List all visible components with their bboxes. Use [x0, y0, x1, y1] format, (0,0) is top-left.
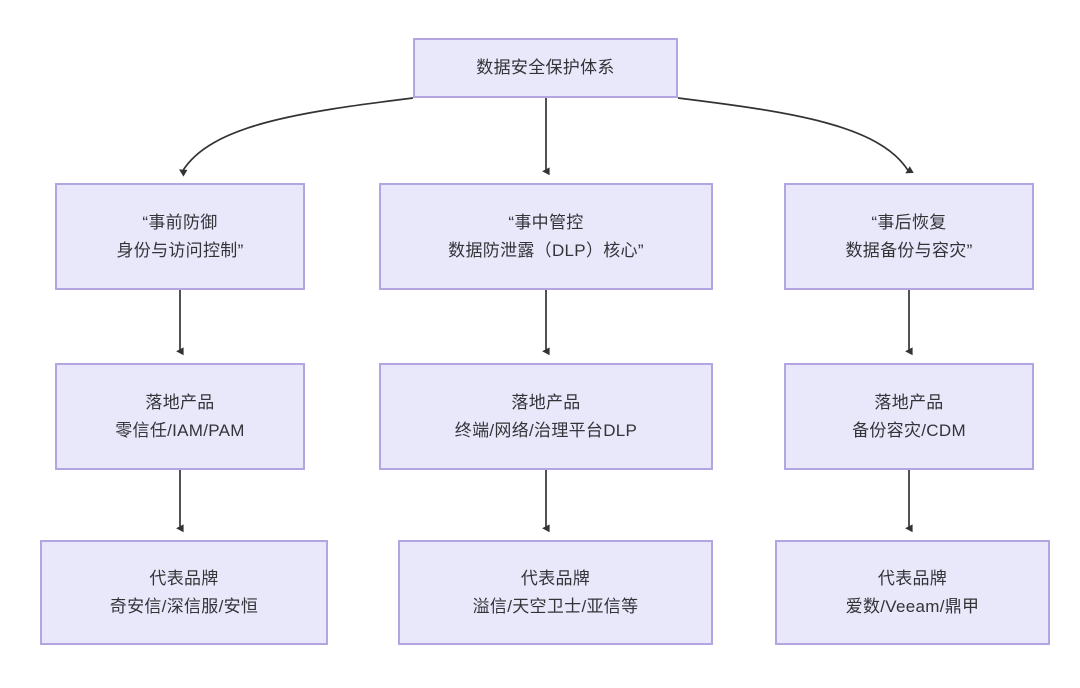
node-product-right-line1: 落地产品	[874, 392, 944, 412]
node-product-middle-line1: 落地产品	[511, 392, 581, 412]
node-product-right[interactable]: 落地产品 备份容灾/CDM	[784, 363, 1034, 470]
node-phase-post-incident-line1: “事后恢复	[871, 212, 947, 232]
node-phase-post-incident[interactable]: “事后恢复 数据备份与容灾”	[784, 183, 1034, 290]
node-brand-left-line1: 代表品牌	[149, 568, 219, 588]
edge-root-to-phase-right	[677, 97, 914, 174]
node-brand-middle[interactable]: 代表品牌 溢信/天空卫士/亚信等	[398, 540, 713, 645]
node-phase-pre-incident-line2: 身份与访问控制”	[116, 240, 244, 260]
node-phase-post-incident-line2: 数据备份与容灾”	[845, 240, 973, 260]
node-phase-during-incident[interactable]: “事中管控 数据防泄露（DLP）核心”	[379, 183, 713, 290]
node-product-right-line2: 备份容灾/CDM	[852, 420, 966, 440]
node-brand-middle-line1: 代表品牌	[520, 568, 591, 588]
node-brand-right-line2: 爱数/Veeam/鼎甲	[845, 596, 980, 616]
node-root[interactable]: 数据安全保护体系	[413, 38, 678, 98]
node-phase-pre-incident-line1: “事前防御	[142, 212, 218, 232]
edge-root-to-phase-left	[179, 97, 414, 177]
node-product-left[interactable]: 落地产品 零信任/IAM/PAM	[55, 363, 305, 470]
node-phase-during-incident-line2: 数据防泄露（DLP）核心”	[448, 240, 644, 260]
node-brand-left-line2: 奇安信/深信服/安恒	[109, 596, 259, 616]
node-product-left-line1: 落地产品	[145, 392, 215, 412]
node-brand-left[interactable]: 代表品牌 奇安信/深信服/安恒	[40, 540, 328, 645]
node-brand-right-line1: 代表品牌	[877, 568, 948, 588]
node-brand-right[interactable]: 代表品牌 爱数/Veeam/鼎甲	[775, 540, 1050, 645]
node-brand-middle-line2: 溢信/天空卫士/亚信等	[472, 596, 639, 616]
node-phase-during-incident-line1: “事中管控	[508, 212, 584, 232]
node-product-left-line2: 零信任/IAM/PAM	[115, 420, 245, 440]
node-product-middle-line2: 终端/网络/治理平台DLP	[454, 420, 638, 440]
node-phase-pre-incident[interactable]: “事前防御 身份与访问控制”	[55, 183, 305, 290]
node-product-middle[interactable]: 落地产品 终端/网络/治理平台DLP	[379, 363, 713, 470]
node-root-label: 数据安全保护体系	[476, 58, 615, 78]
